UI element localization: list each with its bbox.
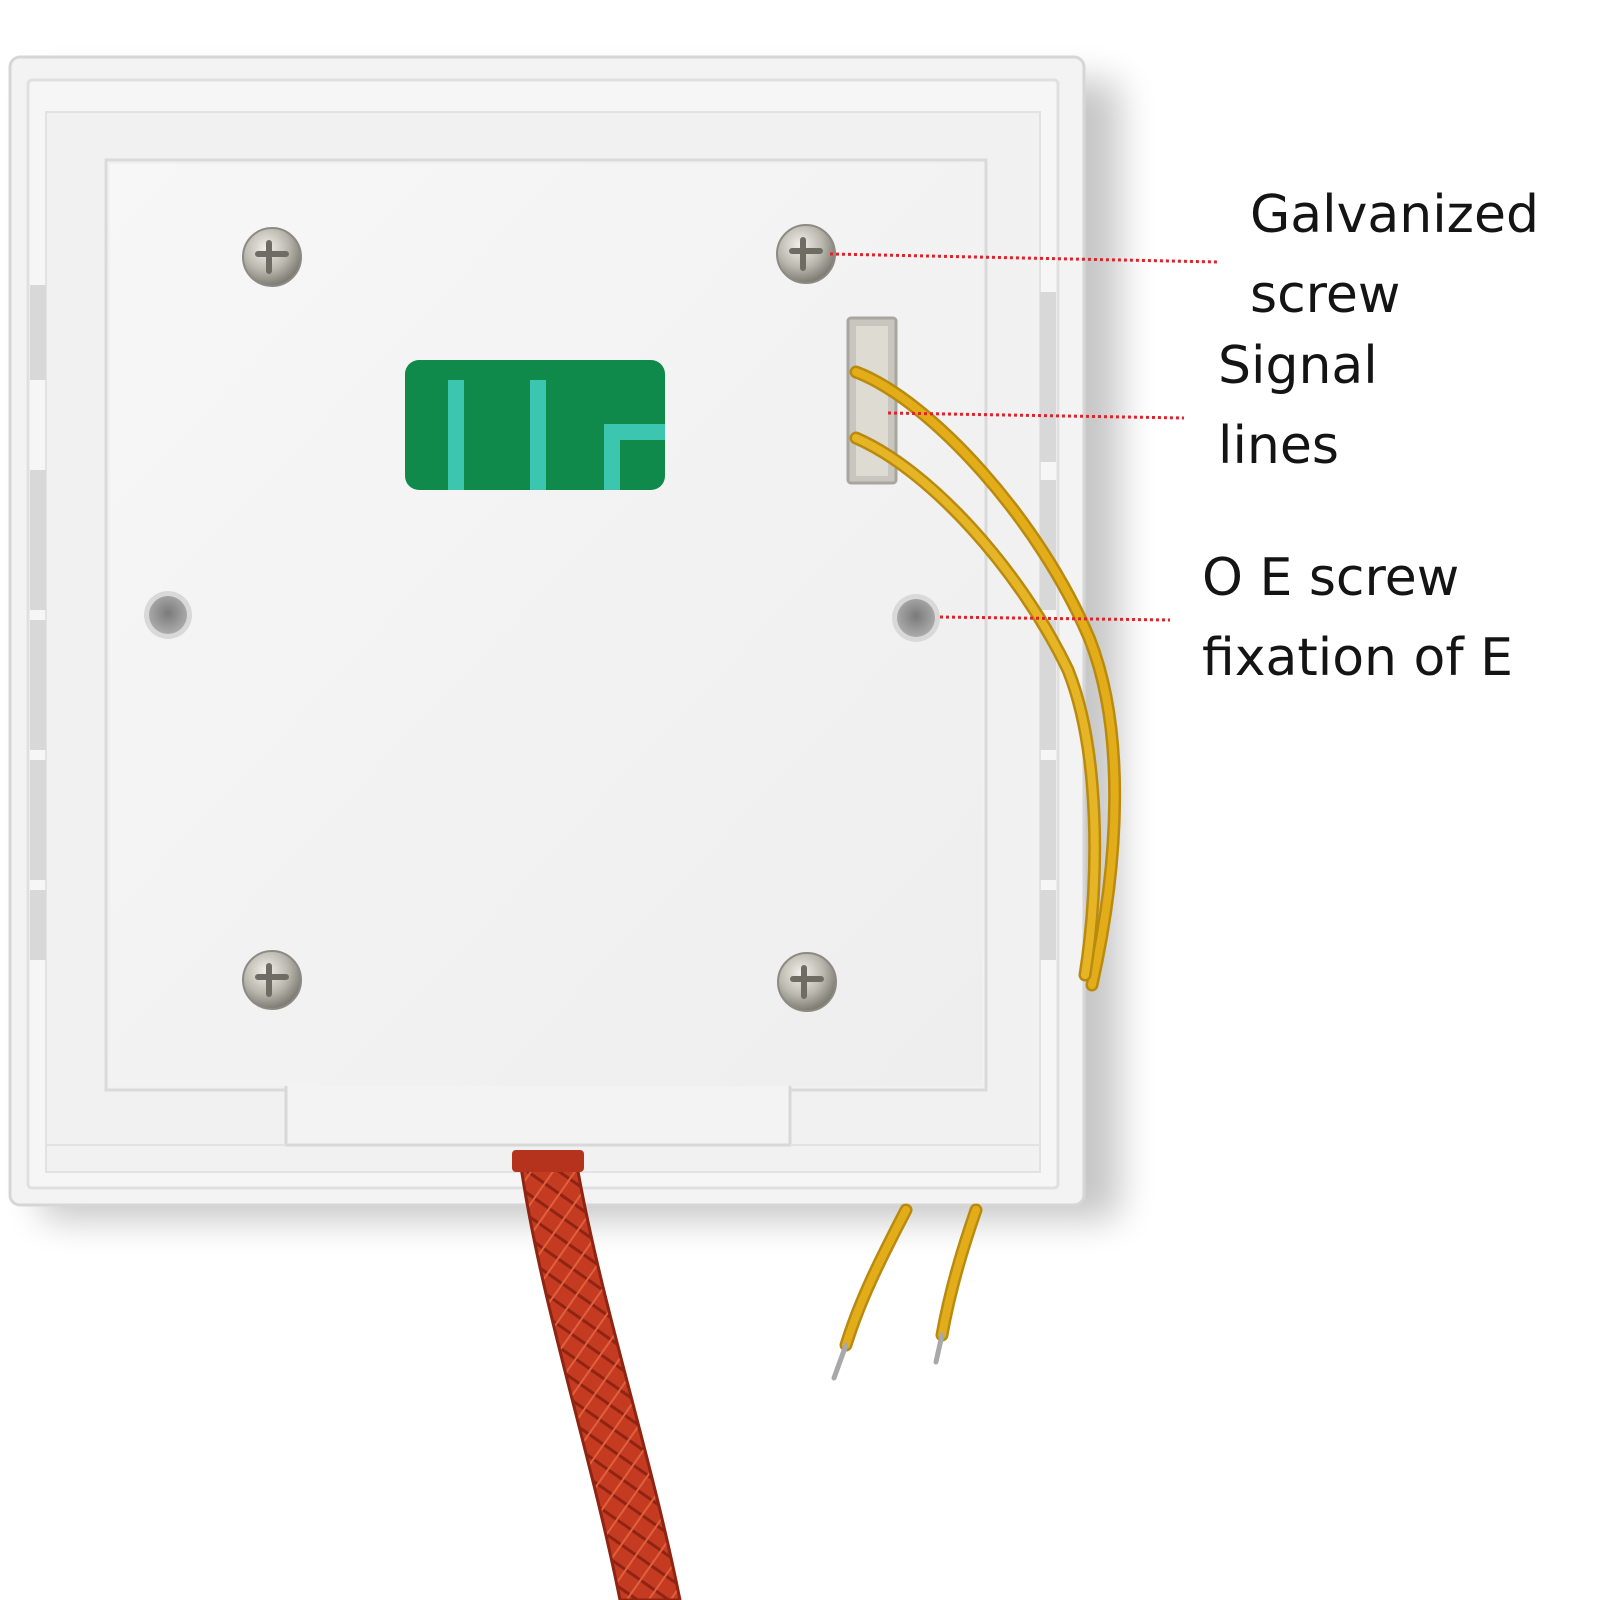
left-rail bbox=[30, 285, 46, 960]
mounting-hole-left bbox=[144, 591, 192, 639]
leader-line-oe-screw bbox=[939, 615, 1171, 622]
galvanized-screw-top-right bbox=[776, 224, 836, 284]
label-signal-lines-line2: lines bbox=[1218, 416, 1339, 476]
pcb-window bbox=[405, 360, 665, 490]
red-braided-cable bbox=[512, 1150, 682, 1600]
label-oe-screw-line2: fixation of E bbox=[1202, 628, 1514, 688]
mounting-hole-right bbox=[892, 594, 940, 642]
leader-line-signal-lines bbox=[887, 411, 1185, 420]
bottom-tab bbox=[284, 1086, 792, 1147]
label-galvanized-screw-line2: screw bbox=[1250, 265, 1401, 325]
signal-wires bbox=[849, 365, 1122, 992]
leader-line-galvanized-screw bbox=[829, 252, 1219, 264]
label-oe-screw: O E screw fixation of E bbox=[1202, 538, 1513, 698]
galvanized-screw-top-left bbox=[242, 227, 302, 287]
label-signal-lines: Signal lines bbox=[1218, 326, 1378, 486]
label-signal-lines-line1: Signal bbox=[1218, 336, 1378, 396]
leader-lines bbox=[829, 252, 1219, 622]
galvanized-screw-bottom-left bbox=[242, 950, 302, 1010]
inner-face bbox=[110, 164, 982, 1086]
galvanized-screw-bottom-right bbox=[777, 952, 837, 1012]
label-galvanized-screw-line1: Galvanized bbox=[1250, 185, 1539, 245]
label-oe-screw-line1: O E screw bbox=[1202, 548, 1460, 608]
label-galvanized-screw: Galvanized screw bbox=[1250, 175, 1539, 335]
wire-ends bbox=[831, 1203, 983, 1381]
